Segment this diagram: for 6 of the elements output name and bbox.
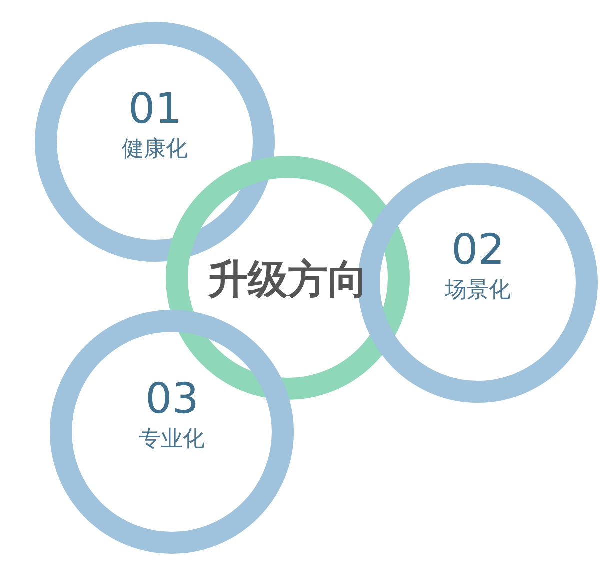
ring-caption: 场景化 [445,277,511,305]
number-label: 03 [146,374,199,423]
number-label: 02 [452,225,505,274]
ring-caption: 专业化 [139,426,205,454]
ring-caption: 健康化 [122,136,188,164]
number-label: 01 [128,84,182,133]
